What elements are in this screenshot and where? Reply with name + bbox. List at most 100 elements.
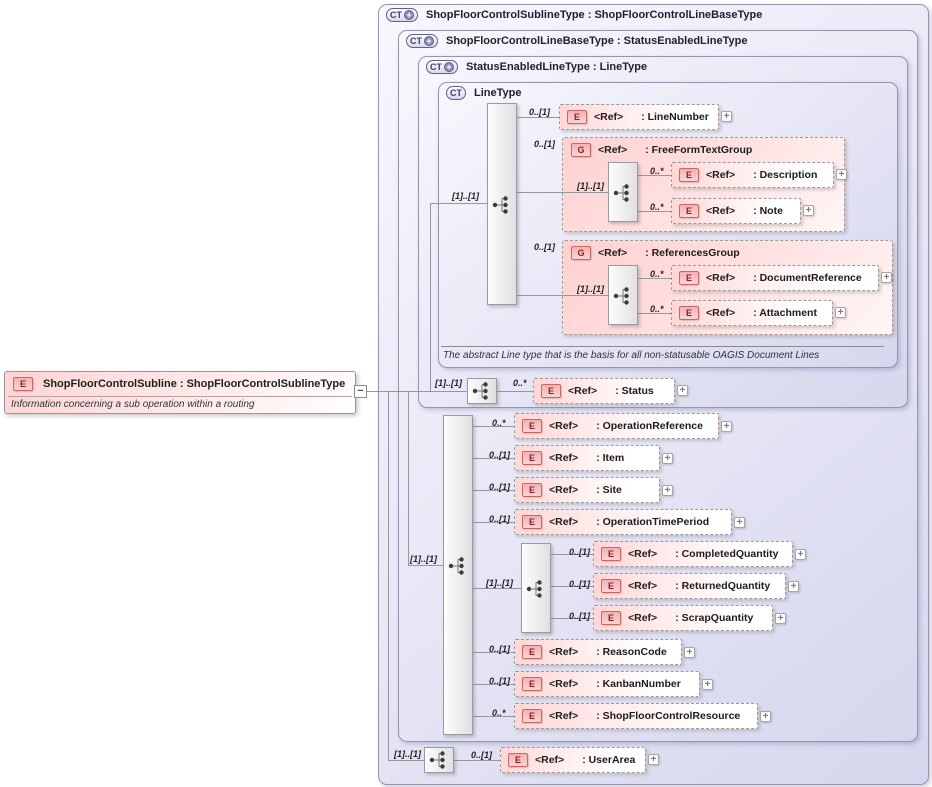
element-box-shopfloorcontrolresource[interactable]: E <Ref> : ShopFloorControlResource [514, 703, 758, 729]
linetype-annotation: The abstract Line type that is the basis… [443, 350, 820, 361]
element-name: : ShopFloorControlResource [596, 710, 741, 722]
element-icon: E [522, 483, 542, 497]
expand-icon[interactable]: + [684, 647, 695, 658]
expand-icon[interactable]: + [662, 485, 673, 496]
extension-icon: + [404, 10, 414, 20]
complextype-icon[interactable]: CT+ [426, 60, 458, 74]
connector [388, 391, 389, 760]
divider [8, 396, 352, 397]
cardinality-label: 0..[1] [489, 676, 511, 686]
ct-label: CT [410, 36, 422, 46]
root-element-header: E ShopFloorControlSubline : ShopFloorCon… [13, 377, 345, 391]
expand-icon[interactable]: + [721, 111, 732, 122]
element-box-description[interactable]: E <Ref> : Description [671, 162, 834, 188]
element-name: : UserArea [582, 754, 636, 766]
element-box-item[interactable]: E <Ref> : Item [514, 445, 660, 471]
ref-label: <Ref> [549, 710, 579, 722]
expand-icon[interactable]: + [760, 711, 771, 722]
expand-icon[interactable]: + [734, 517, 745, 528]
sequence-icon [448, 557, 464, 575]
complextype-icon[interactable]: CT+ [406, 34, 438, 48]
ref-label: <Ref> [628, 612, 658, 624]
connector [454, 760, 500, 761]
complextype-title: LineType [474, 87, 522, 99]
element-box-note[interactable]: E <Ref> : Note [671, 198, 801, 224]
expand-icon[interactable]: + [788, 581, 799, 592]
occurs-label: [1]..[1] [577, 284, 604, 294]
occurs-label: [1]..[1] [394, 749, 421, 759]
expand-icon[interactable]: + [881, 272, 892, 283]
cardinality-label: 0..* [650, 166, 664, 176]
sequence-compositor-referencesgroup [608, 265, 638, 325]
element-icon: E [679, 271, 699, 285]
element-icon: E [679, 306, 699, 320]
element-icon: E [679, 168, 699, 182]
sequence-icon [472, 382, 488, 400]
element-icon: E [508, 753, 528, 767]
sequence-compositor-linetype [487, 103, 517, 305]
connector [473, 588, 521, 589]
expand-icon[interactable]: + [835, 307, 846, 318]
group-name: : FreeFormTextGroup [645, 144, 753, 156]
expand-icon[interactable]: + [836, 169, 847, 180]
element-box-completedquantity[interactable]: E <Ref> : CompletedQuantity [593, 541, 793, 567]
sequence-compositor-userarea [424, 747, 454, 773]
expand-icon[interactable]: + [702, 679, 713, 690]
complextype-title: StatusEnabledLineType : LineType [466, 61, 648, 73]
element-box-status[interactable]: E <Ref> : Status [533, 378, 675, 404]
cardinality-label: 0..[1] [471, 750, 493, 760]
element-box-returnedquantity[interactable]: E <Ref> : ReturnedQuantity [593, 573, 786, 599]
connector [473, 522, 514, 523]
ref-label: <Ref> [628, 580, 658, 592]
element-icon: E [522, 451, 542, 465]
element-box-documentreference[interactable]: E <Ref> : DocumentReference [671, 265, 879, 291]
root-element-box[interactable]: E ShopFloorControlSubline : ShopFloorCon… [4, 371, 356, 414]
complextype-icon[interactable]: CT [446, 86, 466, 100]
element-box-kanbannumber[interactable]: E <Ref> : KanbanNumber [514, 671, 700, 697]
cardinality-label: 0..[1] [569, 579, 591, 589]
element-box-operationtimeperiod[interactable]: E <Ref> : OperationTimePeriod [514, 509, 732, 535]
element-box-attachment[interactable]: E <Ref> : Attachment [671, 300, 833, 326]
element-name: : Description [753, 169, 818, 181]
element-box-operationreference[interactable]: E <Ref> : OperationReference [514, 413, 719, 439]
element-box-scrapquantity[interactable]: E <Ref> : ScrapQuantity [593, 605, 773, 631]
element-name: : Attachment [753, 307, 817, 319]
collapse-icon[interactable]: − [354, 385, 367, 398]
ct-label: CT [450, 88, 462, 98]
expand-icon[interactable]: + [803, 205, 814, 216]
complextype-icon[interactable]: CT+ [386, 8, 418, 22]
ct-label: CT [430, 62, 442, 72]
cardinality-label: 0..[1] [489, 514, 511, 524]
expand-icon[interactable]: + [662, 453, 673, 464]
occurs-label: [1]..[1] [410, 554, 437, 564]
cardinality-label: 0..[1] [534, 242, 556, 252]
expand-icon[interactable]: + [775, 613, 786, 624]
expand-icon[interactable]: + [677, 385, 688, 396]
element-box-userarea[interactable]: E <Ref> : UserArea [500, 747, 646, 773]
connector [638, 175, 671, 176]
connector [551, 554, 593, 555]
group-name: : ReferencesGroup [645, 247, 740, 259]
element-icon: E [601, 611, 621, 625]
ref-label: <Ref> [535, 754, 565, 766]
expand-icon[interactable]: + [795, 549, 806, 560]
extension-icon: + [444, 62, 454, 72]
cardinality-label: 0..* [650, 202, 664, 212]
ref-label: <Ref> [549, 678, 579, 690]
sequence-compositor-freeformtextgroup [608, 162, 638, 222]
root-element-title: ShopFloorControlSubline : ShopFloorContr… [43, 378, 346, 390]
sequence-icon [429, 751, 445, 769]
ref-label: <Ref> [628, 548, 658, 560]
connector [408, 565, 443, 566]
element-name: : ReasonCode [596, 646, 667, 658]
element-box-linenumber[interactable]: E <Ref> : LineNumber [559, 104, 719, 130]
element-name: : OperationReference [596, 420, 703, 432]
element-name: : Note [753, 205, 783, 217]
element-box-site[interactable]: E <Ref> : Site [514, 477, 660, 503]
element-box-reasoncode[interactable]: E <Ref> : ReasonCode [514, 639, 682, 665]
expand-icon[interactable]: + [648, 754, 659, 765]
expand-icon[interactable]: + [721, 421, 732, 432]
sequence-icon [492, 196, 508, 214]
element-icon: E [522, 419, 542, 433]
ref-label: <Ref> [568, 385, 598, 397]
